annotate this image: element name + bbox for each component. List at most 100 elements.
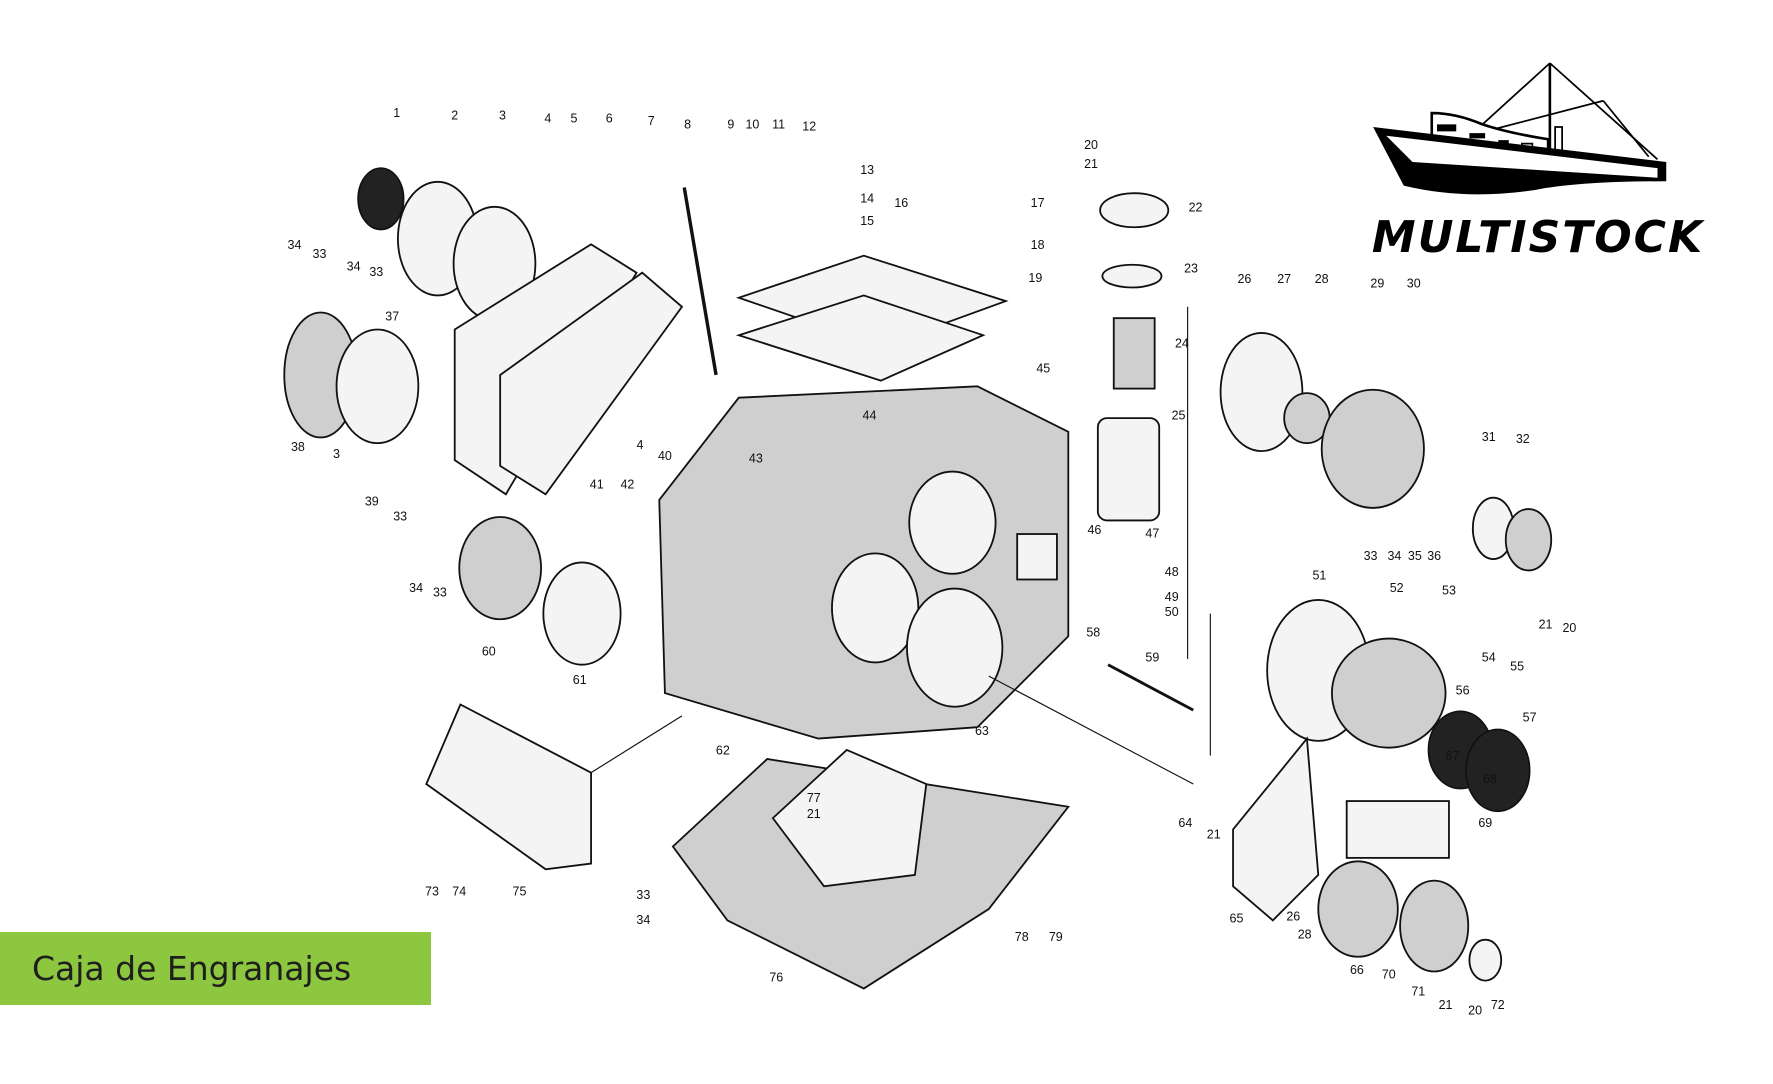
part-number-label: 47 (1145, 526, 1159, 540)
gasket-61 (542, 561, 622, 666)
part-number-label: 33 (1364, 549, 1378, 563)
part-number-label: 79 (1049, 930, 1063, 944)
flange-52 (1331, 637, 1447, 749)
part-number-label: 61 (573, 673, 587, 687)
part-number-label: 31 (1482, 430, 1496, 444)
part-number-label: 64 (1178, 816, 1192, 830)
housing-bore-2 (831, 552, 920, 664)
part-number-label: 44 (863, 408, 877, 422)
filter-cap (1099, 192, 1170, 229)
part-number-label: 29 (1370, 276, 1384, 290)
part-number-label: 18 (1031, 238, 1045, 252)
part-number-label: 1 (393, 106, 400, 120)
part-number-label: 4 (636, 438, 643, 452)
part-number-label: 3 (333, 447, 340, 461)
part-number-label: 9 (727, 117, 734, 131)
parts-drawing (283, 167, 1553, 990)
part-number-label: 27 (1277, 272, 1291, 286)
part-number-label: 37 (385, 309, 399, 323)
housing-bore-1 (908, 470, 997, 575)
nameplate (1016, 533, 1058, 581)
part-number-label: 3 (499, 108, 506, 122)
part-number-label: 4 (544, 112, 551, 126)
seal-57 (1465, 728, 1531, 813)
part-number-label: 12 (802, 120, 816, 134)
part-number-label: 75 (513, 884, 527, 898)
part-number-label: 78 (1015, 930, 1029, 944)
part-number-label: 5 (571, 112, 578, 126)
part-number-label: 10 (745, 117, 759, 131)
part-number-label: 28 (1315, 272, 1329, 286)
part-number-label: 48 (1165, 565, 1179, 579)
part-number-label: 26 (1237, 272, 1251, 286)
part-number-label: 34 (409, 581, 423, 595)
part-number-label: 46 (1087, 523, 1101, 537)
part-number-label: 38 (291, 440, 305, 454)
part-number-label: 72 (1491, 998, 1505, 1012)
part-number-label: 21 (1439, 998, 1453, 1012)
filter-element (1112, 317, 1156, 390)
part-number-label: 7 (648, 114, 655, 128)
plate-65 (1232, 736, 1320, 922)
part-number-label: 74 (452, 884, 466, 898)
top-gasket (735, 294, 986, 382)
part-number-label: 21 (1539, 617, 1553, 631)
part-number-label: 53 (1442, 583, 1456, 597)
part-number-label: 32 (1516, 432, 1530, 446)
part-number-label: 73 (425, 884, 439, 898)
part-number-label: 21 (807, 807, 821, 821)
part-number-label: 21 (1084, 157, 1098, 171)
part-number-label: 15 (860, 214, 874, 228)
part-number-label: 20 (1562, 621, 1576, 635)
caption-banner: Caja de Engranajes (0, 932, 431, 1005)
mounting-bracket (425, 703, 592, 871)
part-number-label: 70 (1382, 967, 1396, 981)
part-number-label: 60 (482, 645, 496, 659)
part-number-label: 34 (1387, 549, 1401, 563)
washer-72 (1468, 938, 1503, 982)
part-number-label: 62 (716, 743, 730, 757)
housing-30 (1320, 388, 1425, 509)
part-number-label: 68 (1483, 772, 1497, 786)
part-number-label: 42 (620, 478, 634, 492)
part-number-label: 17 (1031, 196, 1045, 210)
caption-text: Caja de Engranajes (32, 949, 352, 988)
part-number-label: 33 (393, 509, 407, 523)
part-number-label: 20 (1468, 1004, 1482, 1018)
part-number-label: 33 (636, 888, 650, 902)
part-number-label: 19 (1028, 271, 1042, 285)
valve-block-69 (1345, 800, 1450, 859)
oil-screen (771, 748, 928, 888)
housing-bore-3 (906, 587, 1004, 708)
part-number-label: 28 (1298, 928, 1312, 942)
part-number-label: 25 (1172, 408, 1186, 422)
cap-32 (1504, 508, 1553, 572)
part-number-label: 77 (807, 791, 821, 805)
part-number-label: 35 (1408, 549, 1422, 563)
part-number-label: 8 (684, 117, 691, 131)
part-number-label: 34 (636, 913, 650, 927)
part-number-label: 71 (1411, 984, 1425, 998)
housing-66 (1317, 860, 1399, 958)
part-number-label: 51 (1312, 568, 1326, 582)
part-number-label: 57 (1523, 711, 1537, 725)
part-number-label: 26 (1286, 909, 1300, 923)
filter-ring (1101, 263, 1163, 289)
part-number-label: 14 (860, 191, 874, 205)
multistock-boat-logo (1373, 62, 1667, 195)
part-number-label: 59 (1145, 650, 1159, 664)
part-number-label: 40 (658, 449, 672, 463)
part-number-label: 34 (347, 259, 361, 273)
part-number-label: 54 (1482, 650, 1496, 664)
part-number-label: 76 (769, 971, 783, 985)
part-number-label: 33 (433, 586, 447, 600)
part-number-label: 49 (1165, 590, 1179, 604)
gasket-27 (1219, 332, 1304, 453)
part-number-label: 56 (1456, 683, 1470, 697)
part-number-label: 33 (313, 247, 327, 261)
part-number-label: 2 (451, 108, 458, 122)
part-number-label: 43 (749, 451, 763, 465)
part-number-label: 6 (606, 112, 613, 126)
